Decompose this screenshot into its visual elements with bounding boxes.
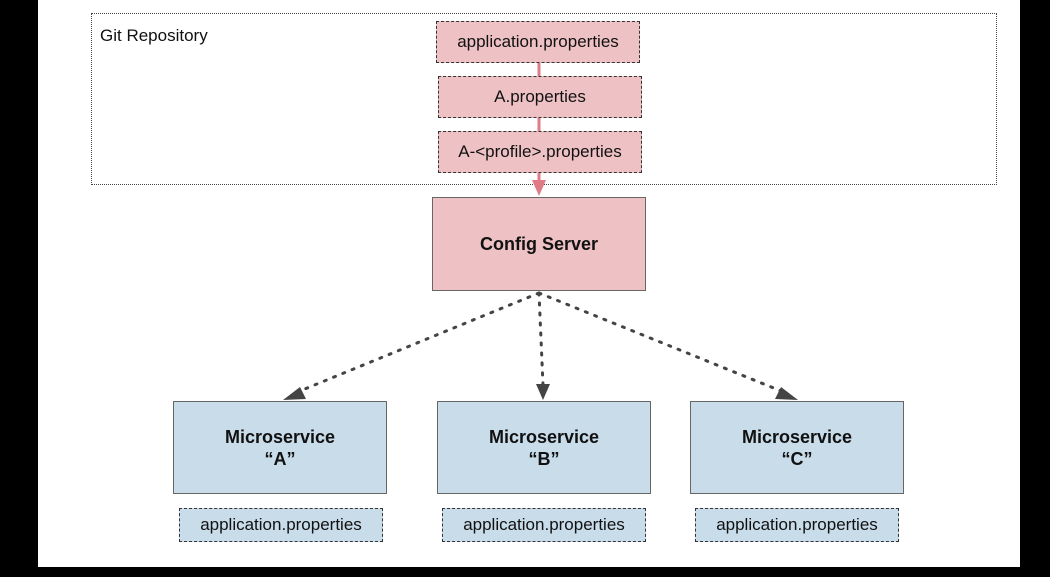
server-to-a-arrowhead: [283, 387, 306, 400]
server-to-c-arrowhead: [775, 387, 798, 400]
microservice-a-node: Microservice “A”: [173, 401, 387, 494]
microservice-c-title: Microservice: [741, 426, 853, 447]
repo-file-a-properties: A.properties: [438, 76, 642, 118]
server-to-b-connector: [537, 291, 545, 387]
server-to-b-arrowhead: [536, 384, 550, 400]
repo-file-a-profile-properties: A-<profile>.properties: [438, 131, 642, 173]
microservice-c-properties-file: application.properties: [695, 508, 899, 542]
repo-file-application-properties: application.properties: [436, 21, 640, 63]
repo-to-server-arrowhead: [532, 180, 546, 196]
microservice-c-node: Microservice “C”: [690, 401, 904, 494]
microservice-b-title: Microservice: [488, 426, 600, 447]
server-to-c-connector: [537, 291, 788, 395]
microservice-a-properties-file: application.properties: [179, 508, 383, 542]
microservice-a-id: “A”: [264, 448, 296, 469]
microservice-b-id: “B”: [528, 448, 560, 469]
git-repository-label: Git Repository: [100, 26, 208, 45]
microservice-b-properties-file: application.properties: [442, 508, 646, 542]
diagram-canvas: Git Repository application.properties A.…: [38, 0, 1020, 567]
microservice-a-title: Microservice: [224, 426, 336, 447]
config-server-label: Config Server: [479, 233, 599, 254]
microservice-b-node: Microservice “B”: [437, 401, 651, 494]
microservice-c-id: “C”: [781, 448, 813, 469]
config-server-node: Config Server: [432, 197, 646, 291]
server-to-a-connector: [293, 291, 541, 395]
